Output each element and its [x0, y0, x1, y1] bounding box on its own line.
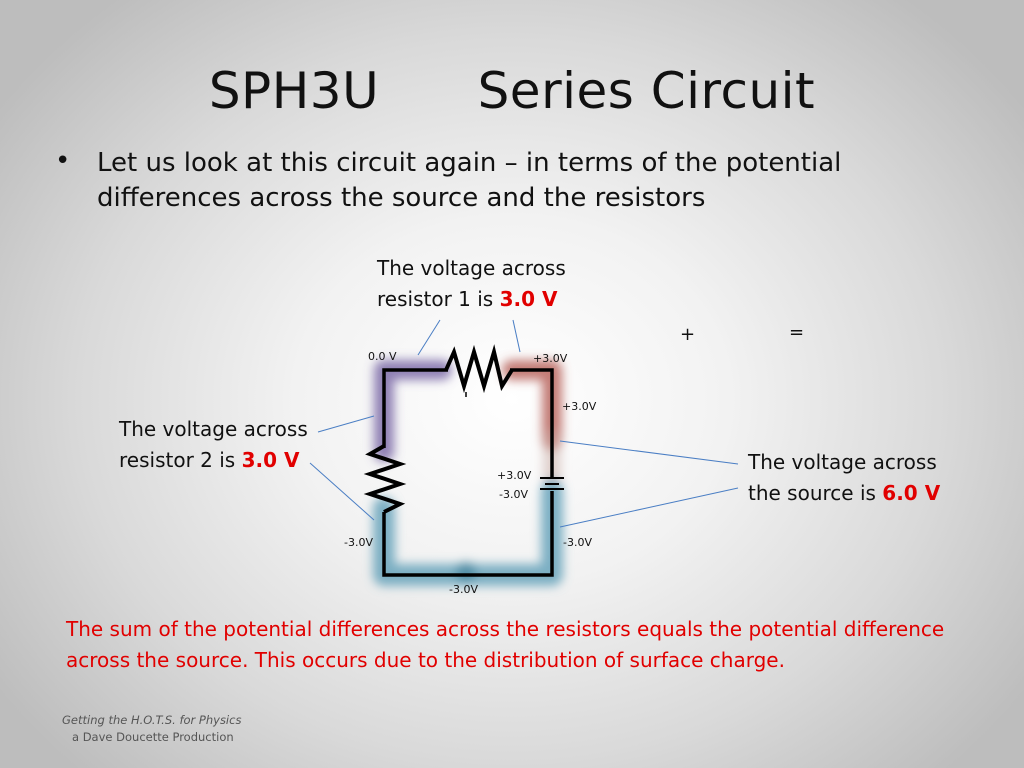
callout-source: The voltage across the source is 6.0 V: [748, 447, 940, 509]
equals-sign: =: [789, 322, 805, 343]
glow-neutral: [374, 360, 452, 462]
slide-title: SPH3U Series Circuit: [208, 62, 816, 120]
label-top-right-potential: +3.0V: [533, 352, 568, 365]
glow-positive: [502, 360, 562, 450]
leader-source-lower: [559, 487, 739, 528]
callout-r1-prefix: resistor 1 is: [377, 287, 500, 311]
wire-bottom: [382, 491, 554, 577]
leader-r2-upper: [317, 415, 375, 433]
label-left-lower-potential: -3.0V: [344, 536, 373, 549]
callout-source-value: 6.0 V: [882, 481, 941, 505]
callout-resistor-1: The voltage across resistor 1 is 3.0 V: [377, 253, 566, 315]
label-battery-positive: +3.0V: [497, 469, 532, 482]
wire-top-left: [382, 368, 448, 448]
callout-source-line1: The voltage across: [748, 450, 937, 474]
footer-credit: Getting the H.O.T.S. for Physics a Dave …: [62, 712, 241, 746]
bullet-marker: •: [55, 146, 71, 176]
callout-r2-line1: The voltage across: [119, 417, 308, 441]
leader-source-upper: [559, 440, 739, 465]
footer-line2: a Dave Doucette Production: [72, 730, 234, 744]
callout-r2-value: 3.0 V: [241, 448, 300, 472]
leader-lines: [309, 319, 739, 528]
leader-r1-left: [417, 319, 441, 356]
footer-line1: Getting the H.O.T.S. for Physics: [62, 713, 242, 727]
callout-r1-value: 3.0 V: [499, 287, 558, 311]
leader-r2-lower: [309, 462, 375, 521]
callout-r2-prefix: resistor 2 is: [119, 448, 242, 472]
label-top-left-potential: 0.0 V: [368, 350, 397, 363]
callout-resistor-2: The voltage across resistor 2 is 3.0 V: [119, 414, 308, 476]
label-battery-negative: -3.0V: [499, 488, 528, 501]
resistor-1: [444, 344, 514, 394]
conclusion-text: The sum of the potential differences acr…: [66, 617, 945, 672]
bullet-text: Let us look at this circuit again – in t…: [97, 148, 842, 213]
glow-negative-spot: [456, 562, 476, 582]
callout-r1-line1: The voltage across: [377, 256, 566, 280]
leader-r1-right: [512, 319, 521, 353]
label-right-upper-potential: +3.0V: [562, 400, 597, 413]
callout-source-prefix: the source is: [748, 481, 883, 505]
battery-source: [540, 477, 564, 490]
label-bottom-potential: -3.0V: [449, 583, 478, 596]
label-right-lower-potential: -3.0V: [563, 536, 592, 549]
resistor-2: [363, 444, 407, 514]
circuit-wires: [382, 368, 554, 577]
plus-sign: +: [680, 324, 696, 345]
wire-top-right: [510, 368, 554, 477]
